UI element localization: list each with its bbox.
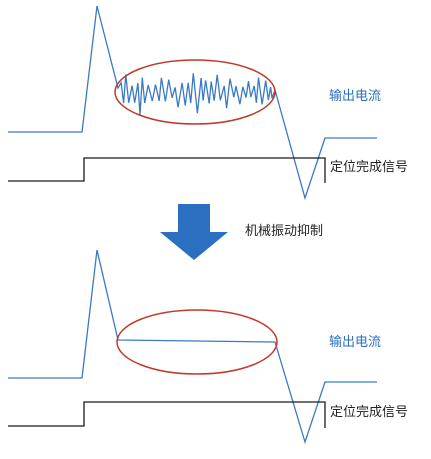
bottom-current-waveform <box>8 249 377 445</box>
top-current-waveform <box>8 5 377 201</box>
top-panel <box>8 5 377 201</box>
top-vibration-highlight-ellipse <box>114 59 276 125</box>
bottom-panel <box>8 249 377 445</box>
transition-arrow <box>160 204 228 260</box>
transition-label: 机械振动抑制 <box>245 224 324 239</box>
bottom-suppressed-highlight-ellipse <box>116 309 278 375</box>
top-output-current-label: 输出电流 <box>329 89 382 104</box>
down-arrow-icon <box>160 204 228 260</box>
bottom-positioning-signal <box>8 401 326 428</box>
bottom-output-current-label: 输出电流 <box>329 335 382 350</box>
top-positioning-signal <box>8 157 326 183</box>
top-positioning-signal-label: 定位完成信号 <box>330 160 409 175</box>
bottom-positioning-signal-label: 定位完成信号 <box>330 405 409 420</box>
